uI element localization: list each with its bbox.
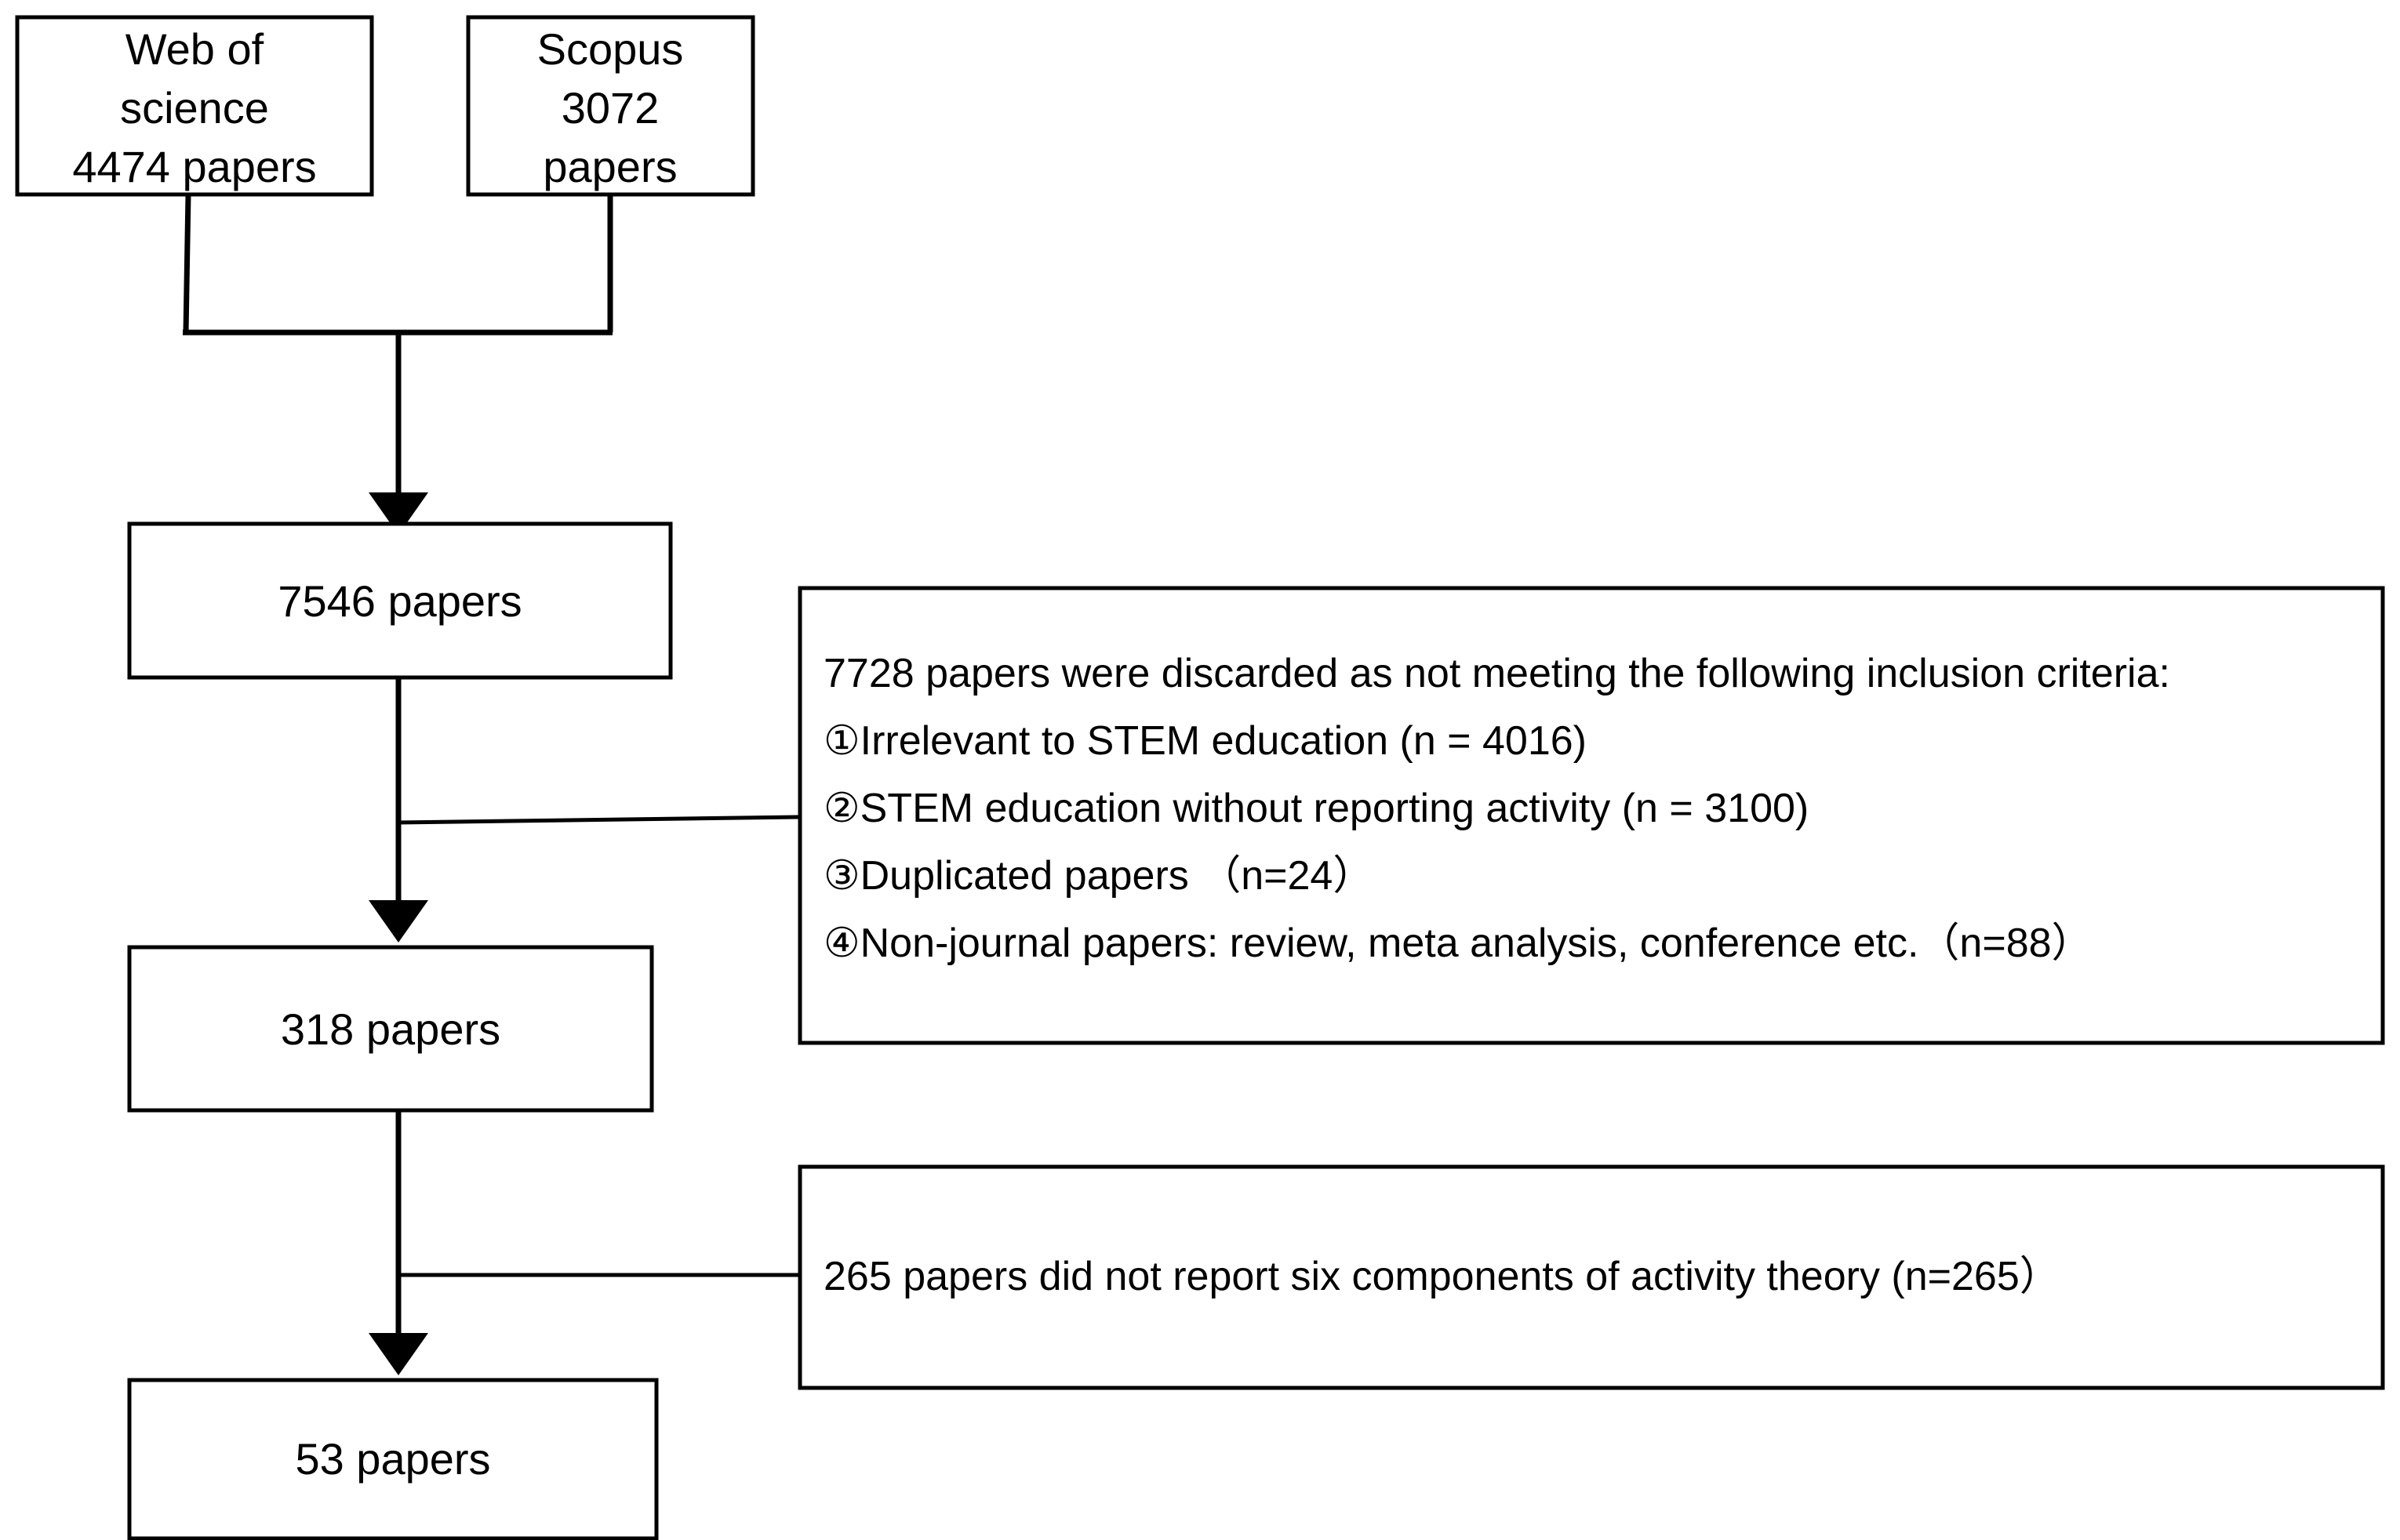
- exclusion-components-heading: 265 papers did not report six components…: [824, 1254, 2060, 1299]
- node-label-included: 53 papers: [295, 1434, 490, 1484]
- node-label-combined: 7546 papers: [278, 576, 522, 626]
- node-label-web-of-science-line3: 4474 papers: [72, 142, 316, 191]
- node-combined: 7546 papers: [127, 521, 673, 680]
- arrowhead-sources-to-combined: [369, 492, 428, 535]
- node-label-web-of-science-line2: science: [120, 83, 269, 133]
- connector-screened-to-included: [369, 1110, 800, 1375]
- node-box-included: [127, 1378, 659, 1540]
- node-box-web-of-science: [15, 15, 374, 197]
- node-exclusion-criteria: 7728 papers were discarded as not meetin…: [798, 586, 2385, 1045]
- node-box-screened: [127, 945, 654, 1113]
- exclusion-criteria-item-3: ③Duplicated papers （n=24）: [824, 853, 1373, 899]
- exclusion-criteria-item-1: ①Irrelevant to STEM education (n = 4016): [824, 718, 1587, 764]
- node-box-exclusion-components: [798, 1164, 2385, 1390]
- connector-sources-merge: [183, 194, 613, 535]
- node-box-scopus: [466, 15, 755, 197]
- exclusion-criteria-item-2: ②STEM education without reporting activi…: [824, 786, 1809, 831]
- exclusion-criteria-heading: 7728 papers were discarded as not meetin…: [824, 651, 2170, 696]
- branch-line-exclusion-criteria: [398, 815, 801, 825]
- node-label-screened: 318 papers: [281, 1004, 500, 1054]
- node-exclusion-components: 265 papers did not report six components…: [798, 1164, 2385, 1390]
- connector-combined-to-screened: [369, 677, 801, 943]
- node-included: 53 papers: [127, 1378, 659, 1540]
- node-scopus: Scopus 3072 papers: [466, 15, 755, 197]
- node-screened: 318 papers: [127, 945, 654, 1113]
- exclusion-criteria-item-4: ④Non-journal papers: review, meta analys…: [824, 921, 2093, 966]
- node-label-scopus-line3: papers: [543, 142, 677, 191]
- node-label-web-of-science-line1: Web of: [125, 24, 264, 74]
- arrowhead-combined-to-screened: [369, 900, 428, 943]
- node-label-scopus-line1: Scopus: [537, 24, 684, 74]
- node-label-scopus-line2: 3072: [562, 83, 660, 133]
- node-web-of-science: Web of science 4474 papers: [15, 15, 374, 197]
- node-box-exclusion-criteria: [798, 586, 2385, 1045]
- arrowhead-screened-to-included: [369, 1333, 428, 1375]
